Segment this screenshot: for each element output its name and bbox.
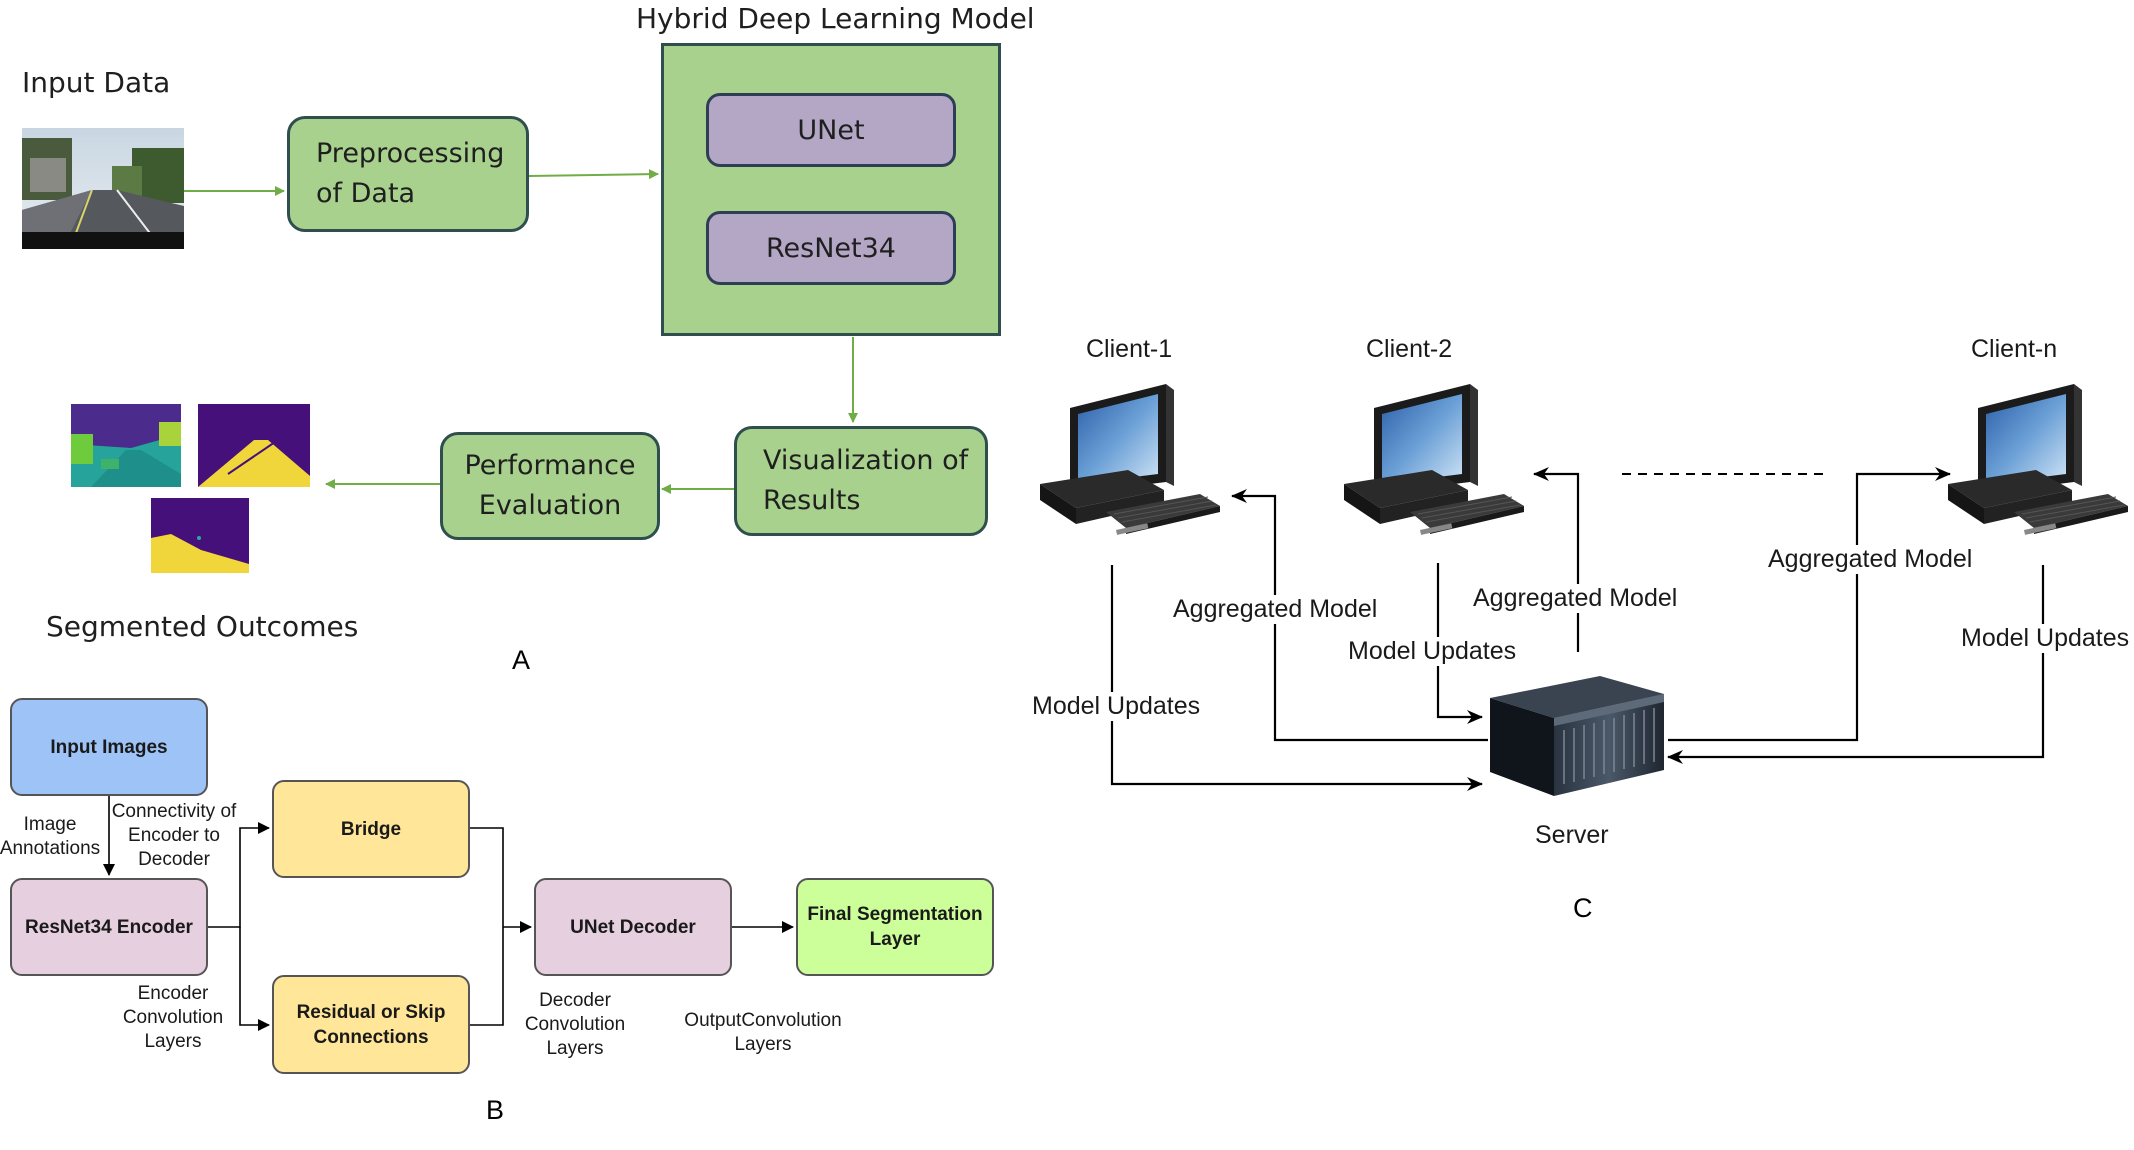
- client1-label: Client-1: [1084, 335, 1175, 364]
- aggregated-model-label-n: Aggregated Model: [1766, 545, 1975, 574]
- server-label: Server: [1533, 821, 1611, 850]
- final-segmentation-box: Final Segmentation Layer: [796, 878, 994, 976]
- visualization-box: Visualization of Results: [734, 426, 988, 536]
- bridge-label: Bridge: [340, 818, 402, 840]
- resnet34-encoder-box: ResNet34 Encoder: [10, 878, 208, 976]
- model-updates-label-2: Model Updates: [1346, 637, 1519, 666]
- unet-box: UNet: [706, 93, 956, 167]
- segmented-outcome-3: [151, 498, 249, 573]
- aggregated-model-label-1: Aggregated Model: [1171, 595, 1380, 624]
- input-data-title: Input Data: [22, 66, 171, 99]
- bridge-box: Bridge: [272, 780, 470, 878]
- clientn-label: Client-n: [1969, 335, 2060, 364]
- encoder-layers-label: Encoder Convolution Layers: [122, 983, 224, 1052]
- segmented-outcome-2: [198, 404, 310, 487]
- line-bridge-to-decoder: [470, 827, 504, 927]
- client1-computer-icon: [1040, 382, 1222, 560]
- model-updates-label-n: Model Updates: [1959, 624, 2132, 653]
- server-icon: [1480, 672, 1670, 800]
- input-road-image: [22, 128, 184, 250]
- arrow-clientn-updates-to-server: [1667, 565, 2045, 764]
- preprocessing-box: Preprocessing of Data: [287, 116, 529, 232]
- hybrid-model-container: [661, 43, 1001, 336]
- input-images-box: Input Images: [10, 698, 208, 796]
- input-images-label: Input Images: [50, 736, 168, 758]
- image-annotations-label: Image Annotations: [0, 814, 101, 859]
- clientn-computer-icon: [1948, 382, 2130, 560]
- arrow-encoder-to-residual: [239, 927, 270, 1031]
- resnet34-box: ResNet34: [706, 211, 956, 285]
- residual-box: Residual or Skip Connections: [272, 975, 470, 1074]
- decoder-layers-label: Decoder Convolution Layers: [524, 990, 626, 1059]
- connectivity-label: Connectivity of Encoder to Decoder: [111, 801, 237, 870]
- arrow-client2-updates-to-server: [1436, 563, 1483, 724]
- performance-label: Performance Evaluation: [464, 450, 636, 521]
- arrow-server-aggregated-to-clientn: [1668, 467, 1951, 742]
- panel-c-letter: C: [1573, 893, 1593, 923]
- arrow-encoder-to-bridge: [208, 822, 270, 928]
- model-title: Hybrid Deep Learning Model: [636, 2, 1035, 35]
- arrow-server-aggregated-to-client2: [1533, 467, 1580, 652]
- unet-decoder-box: UNet Decoder: [534, 878, 732, 976]
- output-layers-label: OutputConvolution Layers: [684, 1010, 842, 1055]
- panel-b-letter: B: [486, 1095, 505, 1125]
- final-segmentation-label: Final Segmentation Layer: [807, 904, 983, 950]
- unet-decoder-label: UNet Decoder: [570, 916, 696, 938]
- client2-computer-icon: [1344, 382, 1526, 560]
- resnet34-encoder-label: ResNet34 Encoder: [25, 916, 193, 938]
- residual-label: Residual or Skip Connections: [296, 1001, 446, 1048]
- client2-label: Client-2: [1364, 335, 1455, 364]
- preprocessing-label: Preprocessing of Data: [316, 138, 505, 209]
- aggregated-model-label-2: Aggregated Model: [1471, 584, 1680, 613]
- arrow-client1-updates-to-server: [1110, 565, 1483, 791]
- line-residual-to-decoder: [470, 927, 504, 1026]
- segmented-outcomes-title: Segmented Outcomes: [46, 610, 359, 643]
- segmented-outcome-1: [71, 404, 181, 487]
- model-updates-label-1: Model Updates: [1030, 692, 1203, 721]
- performance-box: Performance Evaluation: [440, 432, 660, 540]
- visualization-label: Visualization of Results: [763, 445, 969, 516]
- resnet34-label: ResNet34: [766, 232, 896, 264]
- unet-label: UNet: [797, 114, 865, 146]
- arrow-preprocessing-to-model: [528, 169, 659, 180]
- panel-a-letter: A: [512, 645, 531, 675]
